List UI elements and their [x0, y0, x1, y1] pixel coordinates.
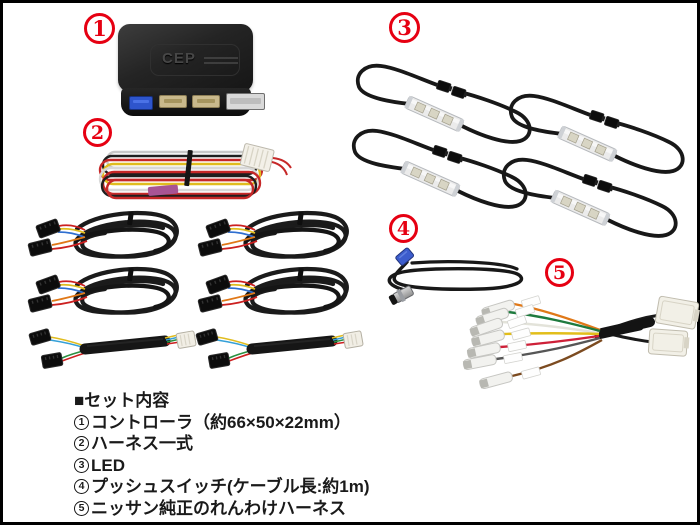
caption-text-1: コントローラ（約66×50×22mm） — [91, 412, 351, 432]
controller-logo-text-lines — [204, 57, 238, 67]
oem-connector-2 — [647, 328, 690, 357]
led-cable-photo-2 — [198, 212, 347, 257]
extension-harness-photo-1 — [29, 328, 197, 368]
extension-harness-photo-2 — [196, 328, 364, 368]
led-cable-photo-3 — [28, 268, 177, 313]
caption-number-4: 4 — [74, 479, 89, 495]
item-marker-5-number: 5 — [552, 261, 567, 284]
caption-line-5: 5 ニッサン純正のれんわけハーネス — [74, 498, 370, 520]
oem-connector-1 — [655, 295, 700, 330]
controller-top-face: CEP — [118, 24, 253, 92]
item-marker-4: 4 — [389, 214, 418, 243]
caption-number-1: 1 — [74, 414, 89, 430]
item-marker-1-number: 1 — [92, 16, 107, 41]
controller-tan-port-2 — [192, 95, 220, 108]
item-marker-2: 2 — [83, 118, 112, 147]
controller-tan-port-1 — [159, 95, 187, 108]
harness-bundle-photo — [98, 143, 292, 200]
led-cable-photo-4 — [198, 268, 347, 313]
caption-text-4: プッシュスイッチ(ケーブル長:約1m) — [91, 477, 370, 496]
caption-number-2: 2 — [74, 436, 89, 452]
tape-band — [147, 184, 179, 196]
caption-text-3: LED — [91, 455, 125, 475]
controller-front-panel — [121, 88, 265, 116]
harness-white-connector — [239, 143, 275, 172]
switch-blue-connector — [395, 247, 415, 266]
item-marker-4-number: 4 — [396, 217, 411, 240]
controller-lid-seam — [150, 44, 240, 76]
item-marker-3: 3 — [389, 12, 420, 43]
controller-blue-port — [129, 96, 153, 110]
push-button-switch — [388, 285, 414, 305]
set-contents-heading: ■セット内容 — [74, 391, 170, 410]
led-cable-photo-1 — [28, 212, 177, 257]
item-marker-1: 1 — [84, 13, 115, 44]
caption-line-1: 1 コントローラ（約66×50×22mm） — [74, 412, 370, 434]
caption-text-5: ニッサン純正のれんわけハーネス — [91, 498, 346, 518]
item-marker-2-number: 2 — [90, 121, 105, 144]
caption-line-2: 2 ハーネス一式 — [74, 433, 370, 455]
nissan-harness-photo — [462, 295, 700, 389]
set-contents-legend: ■セット内容 1 コントローラ（約66×50×22mm） 2 ハーネス一式 3 … — [74, 390, 370, 519]
caption-number-5: 5 — [74, 500, 89, 516]
caption-number-3: 3 — [74, 457, 89, 473]
controller-wide-port — [226, 93, 265, 110]
item-marker-5: 5 — [545, 258, 574, 287]
push-switch-photo — [387, 247, 523, 305]
item-marker-3-number: 3 — [397, 15, 412, 40]
caption-line-3: 3 LED — [74, 455, 370, 477]
controller-brand-logo: CEP — [162, 50, 196, 67]
caption-text-2: ハーネス一式 — [91, 434, 193, 453]
caption-line-4: 4 プッシュスイッチ(ケーブル長:約1m) — [74, 476, 370, 498]
cable-tie — [184, 149, 193, 187]
